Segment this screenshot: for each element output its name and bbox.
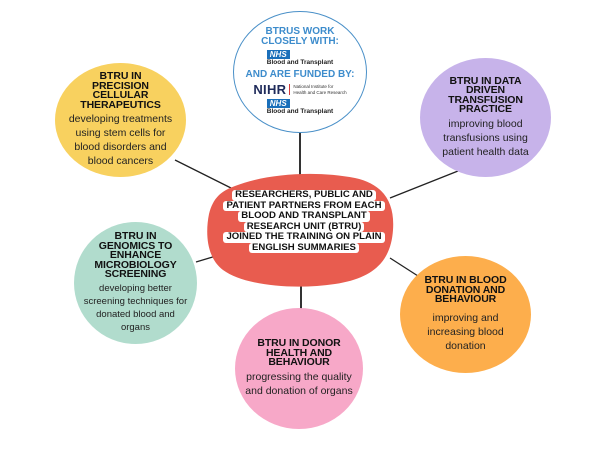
- unit-circle-blood-donation-behaviour: BTRU IN BLOOD DONATION AND BEHAVIOUR imp…: [400, 256, 531, 373]
- center-line: ENGLISH SUMMARIES: [249, 242, 359, 253]
- title-line: HEALTH AND: [265, 346, 333, 359]
- title-line: GENOMICS TO: [98, 239, 173, 252]
- desc-line: screening techniques for: [83, 295, 188, 307]
- nihr-line: National Institute for: [293, 84, 334, 90]
- unit-title: BTRU IN DONOR HEALTH AND BEHAVIOUR: [257, 337, 341, 369]
- funded-by-heading: AND ARE FUNDED BY:: [245, 68, 355, 80]
- nhs-blood-transplant-logo-2: NHS Blood and Transplant: [266, 99, 334, 116]
- title-line: BTRU IN DONOR: [257, 337, 341, 350]
- title-line: SCREENING: [104, 268, 167, 281]
- nhs-badge: NHS: [266, 49, 290, 59]
- desc-line: using stem cells for: [75, 127, 166, 139]
- desc-line: improving blood: [448, 117, 523, 130]
- heading-line: CLOSELY WITH:: [261, 36, 339, 48]
- desc-line: organs: [120, 321, 151, 333]
- title-line: BTRU IN DATA: [449, 74, 522, 87]
- unit-description: developing better screening techniques f…: [84, 282, 188, 334]
- title-line: ENHANCE: [109, 249, 162, 262]
- unit-circle-precision-cellular-therapeutics: BTRU IN PRECISION CELLULAR THERAPEUTICS …: [55, 63, 186, 177]
- nihr-divider: [289, 84, 291, 96]
- unit-description: improving and increasing blood donation: [427, 311, 503, 353]
- unit-circle-genomics-microbiology: BTRU IN GENOMICS TO ENHANCE MICROBIOLOGY…: [74, 222, 197, 344]
- desc-line: and donation of organs: [245, 384, 353, 397]
- desc-line: transfusions using: [443, 131, 528, 144]
- nihr-text: National Institute for Health and Care R…: [293, 84, 346, 95]
- title-line: BTRU IN: [99, 70, 142, 82]
- center-text: RESEARCHERS, PUBLIC AND PATIENT PARTNERS…: [210, 189, 398, 253]
- unit-description: developing treatments using stem cells f…: [69, 112, 172, 168]
- nihr-logo: NIHR National Institute for Health and C…: [253, 82, 346, 97]
- center-line: BLOOD AND TRANSPLANT: [238, 210, 370, 222]
- nhs-subtitle: Blood and Transplant: [266, 108, 334, 116]
- desc-line: improving and: [432, 311, 499, 324]
- title-line: BTRU IN: [114, 230, 157, 243]
- desc-line: developing treatments: [68, 113, 173, 125]
- heading-line: BTRUS WORK: [265, 25, 335, 37]
- nihr-mark: NIHR: [253, 82, 287, 98]
- title-line: DRIVEN: [465, 84, 506, 96]
- title-line: PRECISION: [92, 79, 149, 92]
- nhs-badge: NHS: [266, 99, 290, 109]
- title-line: DONATION AND: [425, 283, 506, 296]
- connector-yellow: [174, 159, 236, 191]
- partners-circle: BTRUS WORK CLOSELY WITH: NHS Blood and T…: [233, 11, 367, 133]
- desc-line: donation: [445, 339, 486, 352]
- desc-line: blood cancers: [87, 155, 154, 167]
- desc-line: progressing the quality: [246, 370, 352, 383]
- unit-title: BTRU IN PRECISION CELLULAR THERAPEUTICS: [80, 70, 161, 111]
- unit-title: BTRU IN BLOOD DONATION AND BEHAVIOUR: [424, 274, 507, 306]
- title-line: PRACTICE: [459, 103, 512, 115]
- desc-line: patient health data: [442, 145, 529, 158]
- title-line: BEHAVIOUR: [268, 356, 330, 369]
- unit-circle-data-driven-transfusion: BTRU IN DATA DRIVEN TRANSFUSION PRACTICE…: [420, 58, 551, 177]
- desc-line: increasing blood: [427, 325, 504, 338]
- unit-description: progressing the quality and donation of …: [245, 370, 352, 398]
- unit-description: improving blood transfusions using patie…: [442, 117, 528, 159]
- desc-line: donated blood and: [96, 308, 175, 320]
- unit-circle-donor-health-behaviour: BTRU IN DONOR HEALTH AND BEHAVIOUR progr…: [235, 308, 363, 429]
- title-line: THERAPEUTICS: [80, 98, 161, 111]
- center-line: RESEARCH UNIT (BTRU): [243, 221, 365, 232]
- work-with-heading: BTRUS WORK CLOSELY WITH:: [261, 25, 339, 48]
- title-line: BTRU IN BLOOD: [424, 274, 507, 287]
- unit-title: BTRU IN DATA DRIVEN TRANSFUSION PRACTICE: [448, 74, 523, 115]
- title-line: BEHAVIOUR: [434, 293, 497, 306]
- unit-title: BTRU IN GENOMICS TO ENHANCE MICROBIOLOGY…: [94, 230, 177, 281]
- nihr-line: Health and Care Research: [293, 89, 347, 95]
- title-line: CELLULAR: [92, 89, 149, 101]
- desc-line: developing better: [99, 282, 172, 294]
- title-line: MICROBIOLOGY: [94, 258, 177, 271]
- center-line: RESEARCHERS, PUBLIC AND: [232, 189, 376, 201]
- desc-line: blood disorders and: [74, 141, 167, 153]
- center-line: JOINED THE TRAINING ON PLAIN: [223, 231, 385, 243]
- nhs-blood-transplant-logo: NHS Blood and Transplant: [266, 49, 334, 67]
- title-line: TRANSFUSION: [448, 93, 523, 106]
- center-line: PATIENT PARTNERS FROM EACH: [223, 200, 385, 211]
- connector-purple: [389, 170, 459, 199]
- nhs-subtitle: Blood and Transplant: [266, 58, 334, 66]
- connector-orange: [389, 257, 419, 277]
